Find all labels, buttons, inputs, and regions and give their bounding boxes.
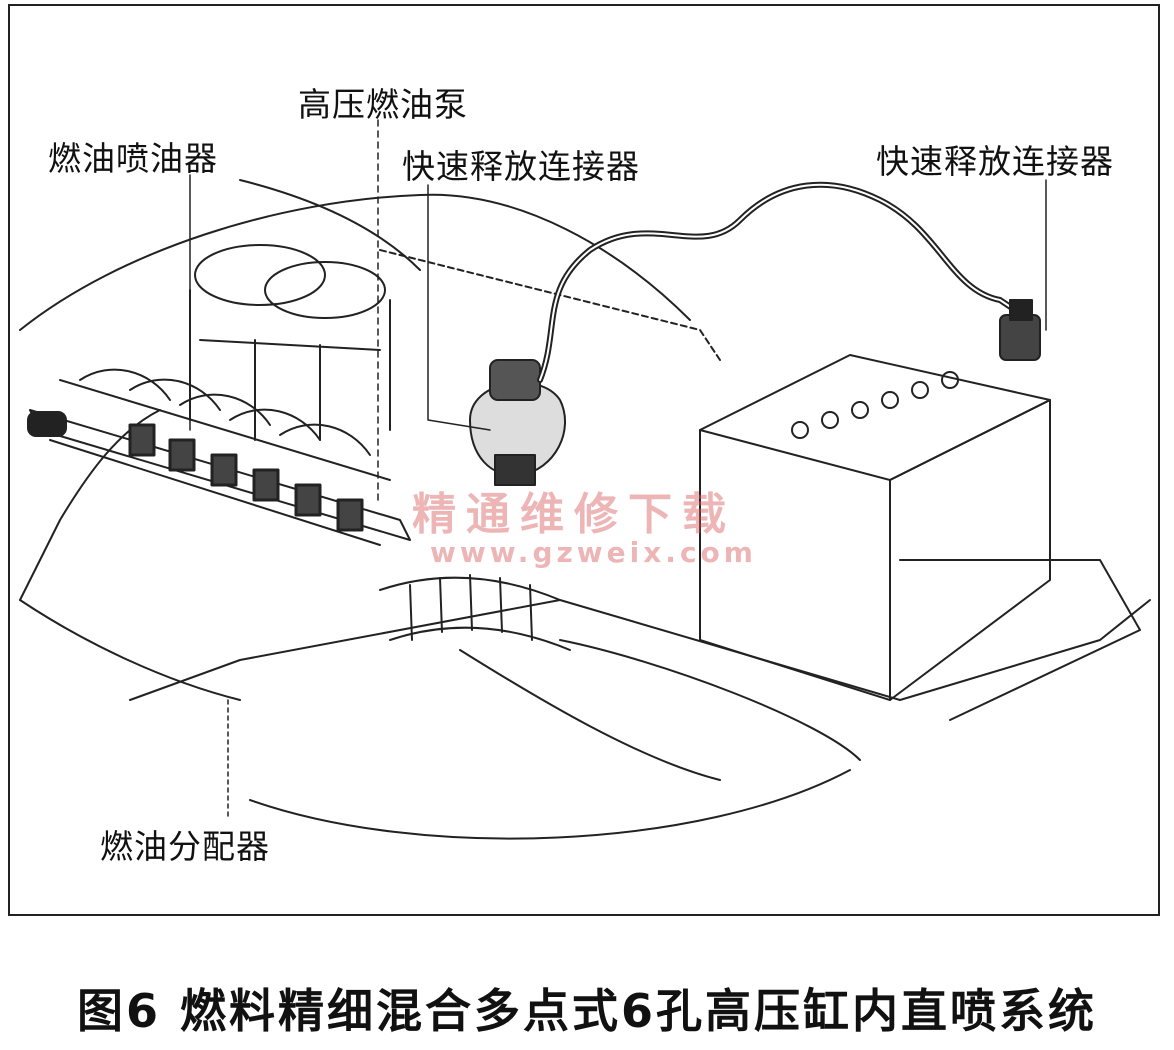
label-quick-release-connector-right: 快速释放连接器 [876, 142, 1114, 181]
label-fuel-injector: 燃油喷油器 [48, 139, 218, 178]
label-fuel-distributor: 燃油分配器 [100, 827, 270, 866]
fuel-injectors [128, 423, 364, 532]
label-quick-release-connector-left: 快速释放连接器 [402, 147, 640, 186]
figure-caption: 图6 燃料精细混合多点式6孔高压缸内直喷系统 [76, 984, 1098, 1038]
intake-manifold [79, 368, 371, 456]
fuel-rail [27, 379, 411, 546]
high-pressure-pump [469, 359, 566, 486]
lower-body [129, 559, 1151, 840]
quick-release-connector-right [999, 299, 1041, 361]
intake-pipe [379, 574, 571, 651]
hood-outline [19, 179, 721, 701]
battery-box [699, 354, 1051, 701]
fuel-line [537, 181, 1018, 383]
watermark-title: 精通维修下载 [412, 489, 736, 540]
label-high-pressure-pump: 高压燃油泵 [298, 85, 468, 124]
watermark-url: www.gzweix.com [430, 536, 757, 569]
leader-lines [189, 119, 1047, 821]
